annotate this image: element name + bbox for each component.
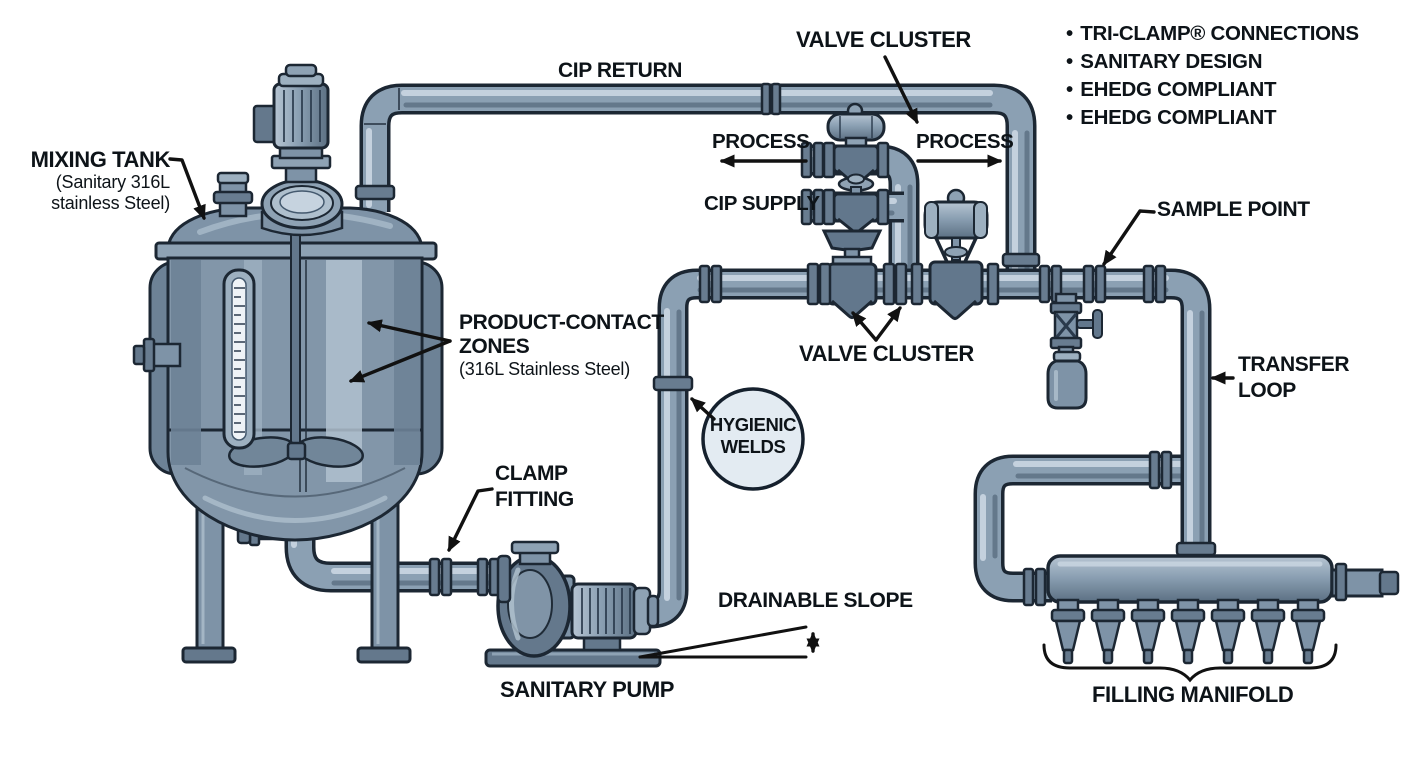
hygienic-line2: WELDS bbox=[720, 436, 786, 457]
product-contact-label: PRODUCT-CONTACT ZONES (316L Stainless St… bbox=[459, 311, 664, 379]
mixing-tank-label: MIXING TANK (Sanitary 316L stainless Ste… bbox=[22, 147, 171, 213]
hygienic-welds-callout bbox=[701, 387, 805, 491]
transfer-loop-label: TRANSFER LOOP bbox=[1238, 352, 1350, 404]
process-valve-cluster bbox=[806, 102, 1000, 320]
cip-supply-label: CIP SUPPLY bbox=[704, 192, 820, 215]
valve-top-process bbox=[822, 102, 890, 186]
dome-nozzle bbox=[212, 171, 254, 218]
feature-item: EHEDG COMPLIANT bbox=[1066, 104, 1359, 132]
hygienic-welds-label: HYGIENIC WELDS bbox=[703, 414, 803, 458]
manifold-brace bbox=[1042, 643, 1338, 683]
main-process-line bbox=[628, 264, 1212, 629]
feature-item: SANITARY DESIGN bbox=[1066, 48, 1359, 76]
transfer-line1: TRANSFER bbox=[1238, 353, 1350, 376]
process-left-label: PROCESS bbox=[712, 130, 810, 153]
feature-item: TRI-CLAMP® CONNECTIONS bbox=[1066, 20, 1359, 48]
drainable-slope-glyph bbox=[638, 625, 820, 659]
sample-point-assembly bbox=[1046, 292, 1103, 410]
clamp-fitting-label: CLAMP FITTING bbox=[495, 461, 574, 513]
sanitary-pump-label: SANITARY PUMP bbox=[500, 677, 675, 702]
hygienic-welds-leader bbox=[690, 397, 716, 421]
transfer-line2: LOOP bbox=[1238, 379, 1296, 402]
sample-point-leader bbox=[1102, 209, 1156, 266]
process-right-label: PROCESS bbox=[916, 130, 1014, 153]
sanitary-pump bbox=[484, 540, 662, 668]
sample-bottle bbox=[1046, 350, 1088, 410]
feature-list: TRI-CLAMP® CONNECTIONS SANITARY DESIGN E… bbox=[1066, 20, 1359, 132]
feature-item: EHEDG COMPLIANT bbox=[1066, 76, 1359, 104]
hygienic-line1: HYGIENIC bbox=[709, 414, 797, 435]
sight-glass bbox=[222, 268, 256, 450]
valve-cluster-mid-arrow-right bbox=[874, 306, 902, 342]
mixing-tank-leader bbox=[168, 157, 206, 221]
mixing-tank-sub1: (Sanitary 316L bbox=[55, 172, 170, 193]
product-contact-line3: (316L Stainless Steel) bbox=[459, 358, 631, 379]
valve-cluster-top-label: VALVE CLUSTER bbox=[796, 27, 971, 52]
valve-cluster-mid-label: VALVE CLUSTER bbox=[799, 341, 974, 366]
clamp-line2: FITTING bbox=[495, 488, 574, 511]
manway bbox=[260, 178, 344, 237]
side-nozzle bbox=[132, 337, 182, 373]
mixing-tank-sub2: stainless Steel) bbox=[51, 192, 170, 213]
product-contact-arrow-upper bbox=[366, 319, 452, 343]
filling-nozzles bbox=[1050, 598, 1326, 665]
product-contact-arrow-lower bbox=[348, 339, 452, 383]
agitator-motor bbox=[252, 63, 332, 184]
filling-manifold-label: FILLING MANIFOLD bbox=[1092, 682, 1294, 707]
sample-point-label: SAMPLE POINT bbox=[1157, 198, 1310, 221]
valve-control bbox=[910, 188, 1000, 320]
drainable-slope-label: DRAINABLE SLOPE bbox=[718, 589, 913, 612]
callouts bbox=[168, 55, 1235, 659]
mixing-tank bbox=[132, 63, 444, 664]
clamp-line1: CLAMP bbox=[495, 462, 568, 485]
clamp-fitting-leader bbox=[447, 487, 494, 553]
transfer-loop-branch-pipe bbox=[973, 450, 1192, 607]
cip-return-label: CIP RETURN bbox=[558, 59, 682, 82]
valve-diaphragm bbox=[806, 229, 908, 319]
cip-return-pipe bbox=[354, 82, 1041, 282]
valve-cluster-mid-arrow-left bbox=[851, 311, 878, 342]
valve-cluster-top-arrow bbox=[883, 55, 919, 125]
product-contact-line2: ZONES bbox=[459, 334, 530, 358]
mixing-tank-title: MIXING TANK bbox=[30, 147, 171, 172]
filling-manifold bbox=[1042, 541, 1400, 683]
valve-cip-supply bbox=[822, 173, 890, 234]
product-contact-line1: PRODUCT-CONTACT bbox=[459, 311, 664, 334]
